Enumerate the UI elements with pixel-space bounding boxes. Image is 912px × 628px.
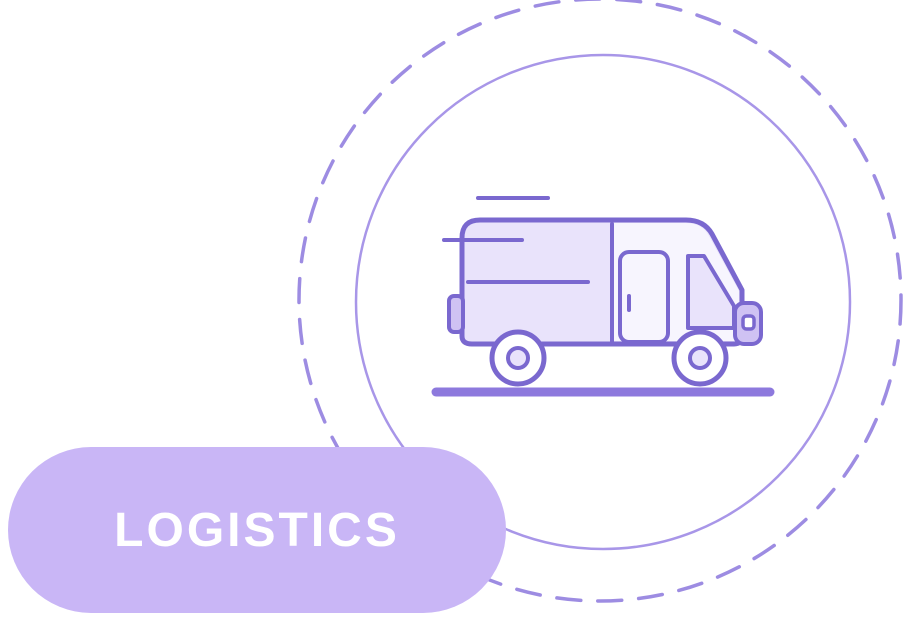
van-rear-wheel bbox=[489, 329, 547, 387]
inner-circle bbox=[354, 53, 852, 551]
delivery-van-icon bbox=[431, 196, 775, 397]
van-tail-light bbox=[447, 294, 465, 334]
van-headlight bbox=[741, 314, 756, 331]
dashed-circle bbox=[297, 0, 903, 603]
logistics-badge-label: LOGISTICS bbox=[114, 503, 400, 557]
van-front-wheel bbox=[671, 329, 729, 387]
logistics-badge[interactable]: LOGISTICS bbox=[8, 447, 506, 613]
van-door bbox=[618, 250, 670, 344]
cargo-detail-lines bbox=[442, 238, 590, 284]
